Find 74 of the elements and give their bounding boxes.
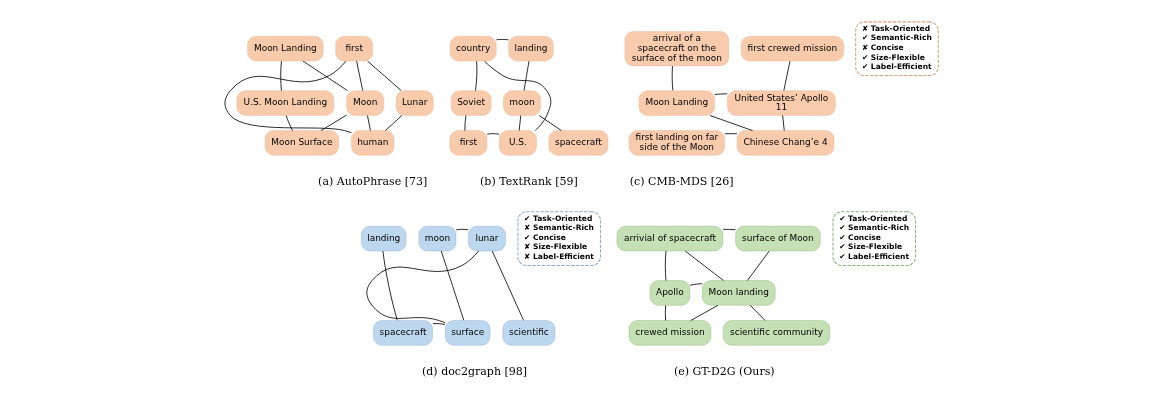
node-box: Moon landing	[701, 280, 775, 306]
node-box: U.S. Moon Landing	[236, 90, 334, 116]
node-box: Moon Landing	[638, 90, 715, 116]
connector	[366, 115, 371, 131]
connector	[320, 114, 347, 131]
connector	[781, 115, 785, 131]
connector	[538, 115, 562, 131]
connector	[684, 250, 724, 281]
node-box: landing	[507, 36, 554, 62]
node-box: first	[449, 130, 487, 156]
node-box: country	[449, 36, 496, 62]
node-box: moon	[418, 226, 456, 252]
connector	[491, 250, 524, 321]
node-box: Moon	[345, 90, 384, 116]
connector	[483, 60, 551, 131]
node-box: arrival of a spacecraft on the surface of the moon	[624, 31, 729, 67]
label: (b) TextRank [59]	[479, 175, 578, 189]
label: (a) AutoPhrase [73]	[317, 175, 427, 189]
connector	[384, 115, 402, 131]
connector	[664, 304, 666, 321]
node-box: lunar	[467, 226, 506, 252]
connector	[782, 60, 790, 92]
connector	[474, 60, 477, 92]
connector	[224, 60, 352, 134]
connector	[486, 133, 500, 135]
node-box: moon	[502, 90, 541, 116]
label: (c) CMB-MDS [26]	[629, 175, 733, 189]
connector	[709, 115, 753, 131]
node-box: Soviet	[450, 90, 491, 116]
connector	[713, 93, 728, 95]
label: (d) doc2graph [98]	[421, 365, 527, 379]
label: (e) GT-D2G (Ours)	[673, 365, 775, 379]
connector	[440, 250, 464, 321]
node-box: spacecraft	[548, 130, 608, 156]
connector	[671, 65, 673, 91]
node-box: crewed mission	[628, 320, 711, 346]
node-box: arrivial of spacecraft	[616, 226, 723, 252]
node-box: Lunar	[395, 90, 433, 116]
connector	[431, 323, 445, 325]
connector	[723, 133, 737, 135]
connector	[279, 60, 282, 92]
node-box: human	[350, 130, 394, 156]
node-box: Chinese Chang’e 4	[736, 130, 834, 156]
node-box: first landing on far side of the Moon	[628, 130, 725, 156]
node-box: Apollo	[649, 280, 690, 306]
connector	[366, 60, 402, 92]
node-box: spacecraft	[372, 320, 433, 346]
node-box: scientific	[502, 320, 555, 346]
connector	[746, 250, 770, 281]
connector	[463, 115, 466, 131]
connector	[518, 115, 521, 131]
node-box: surface of Moon	[734, 226, 820, 252]
connector	[302, 60, 348, 92]
connector	[689, 304, 718, 321]
connector	[495, 39, 509, 41]
node-box: scientific community	[722, 320, 830, 346]
connector	[689, 283, 703, 286]
connector	[285, 115, 293, 131]
connector	[523, 60, 529, 92]
connector	[664, 250, 666, 281]
node-box: United States’ Apollo 11	[726, 90, 836, 116]
connector	[382, 250, 398, 321]
connector	[365, 250, 479, 324]
node-box: Moon Surface	[264, 130, 339, 156]
node-box: surface	[444, 320, 490, 346]
connector	[722, 228, 736, 231]
node-box: Moon Landing	[246, 36, 323, 62]
node-box: first crewed mission	[740, 36, 844, 62]
node-box: first	[334, 36, 373, 62]
node-box: U.S.	[498, 130, 537, 156]
node-box: landing	[360, 226, 406, 252]
connector	[355, 60, 363, 92]
connector	[455, 228, 469, 231]
connector	[749, 304, 765, 321]
